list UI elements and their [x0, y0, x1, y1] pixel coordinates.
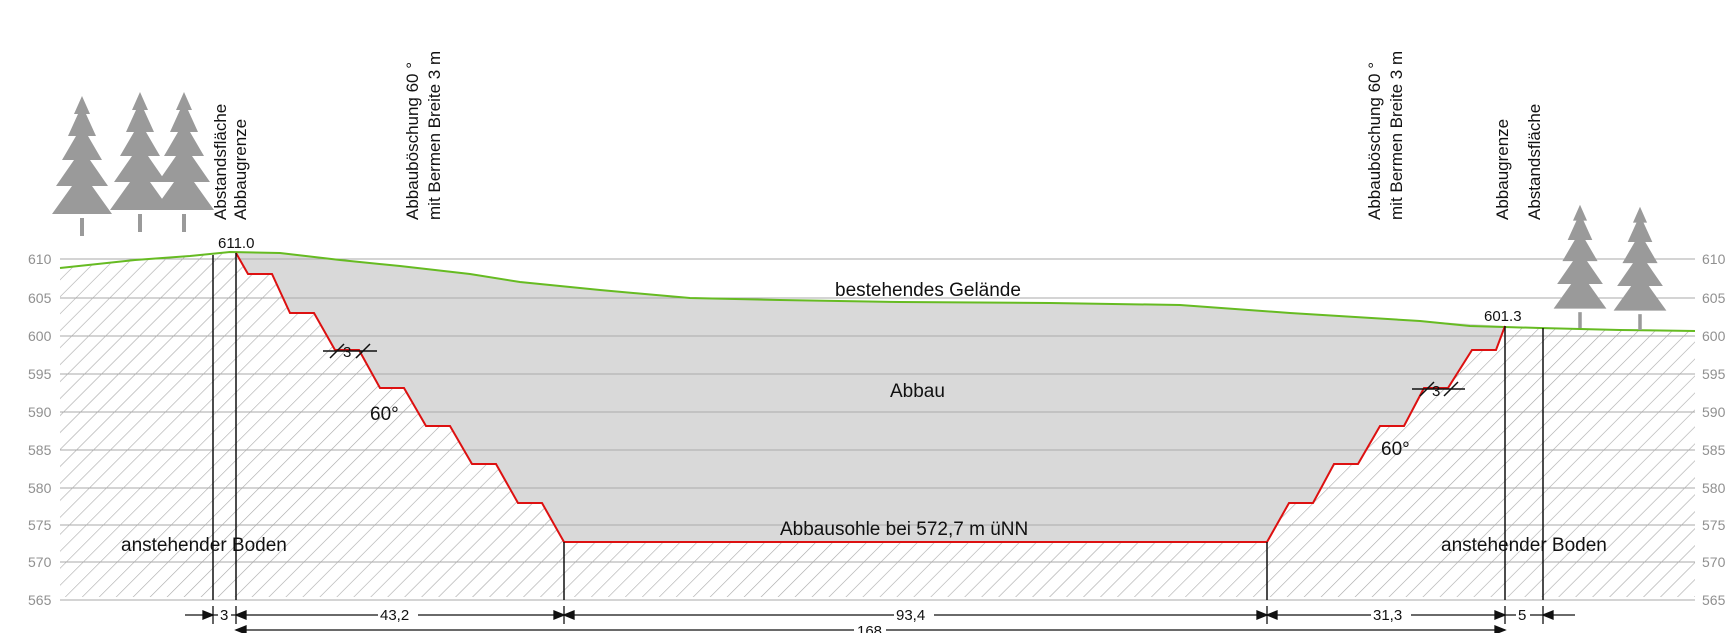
- elevation-labels-left: 610 605 600 595 590 585 580 575 570 565: [28, 251, 52, 608]
- conifer-tree-icon: [154, 92, 214, 232]
- dim-bg-total: [854, 624, 886, 633]
- conifer-tree-icon: [1613, 206, 1667, 330]
- elev-tick-575-right: 575: [1702, 517, 1726, 533]
- label-soil-left: anstehender Boden: [121, 535, 287, 556]
- elevation-point-left: 611.0: [218, 235, 254, 252]
- elev-tick-610-left: 610: [28, 251, 52, 267]
- label-abstandsflaeche-left: Abstandsfläche: [211, 104, 230, 220]
- dim-left-slope: 43,2: [380, 607, 409, 624]
- conifer-tree-icon: [52, 96, 112, 236]
- label-angle-left: 60°: [370, 404, 399, 425]
- elev-tick-565-left: 565: [28, 592, 52, 608]
- elev-tick-580-left: 580: [28, 480, 52, 496]
- elev-tick-610-right: 610: [1702, 251, 1726, 267]
- dim-total: 168: [857, 623, 882, 633]
- conifer-tree-icon: [110, 92, 170, 232]
- dim-bg-floor: [894, 606, 934, 624]
- elev-tick-595-right: 595: [1702, 366, 1726, 382]
- excavation-boundary: [235, 252, 1506, 543]
- elev-tick-595-left: 595: [28, 366, 52, 382]
- elev-tick-570-left: 570: [28, 554, 52, 570]
- berm-marker-left: [323, 343, 377, 359]
- label-abstandsflaeche-right: Abstandsfläche: [1525, 104, 1544, 220]
- elev-tick-575-left: 575: [28, 517, 52, 533]
- dim-right-offset: 5: [1518, 607, 1526, 624]
- elev-tick-570-right: 570: [1702, 554, 1726, 570]
- elevation-labels-right: 610 605 600 595 590 585 580 575 570 565: [1702, 251, 1726, 608]
- label-excavation: Abbau: [890, 381, 945, 402]
- label-slope-right-1: Abbauböschung 60 °: [1365, 62, 1384, 220]
- berm-width-left: 3: [343, 344, 351, 361]
- label-angle-right: 60°: [1381, 439, 1410, 460]
- dim-bg-right-offset: [1516, 606, 1530, 624]
- label-slope-left-1: Abbauböschung 60 °: [403, 62, 422, 220]
- label-pit-floor: Abbausohle bei 572,7 m üNN: [780, 519, 1028, 540]
- elev-tick-600-left: 600: [28, 328, 52, 344]
- label-abbaugrenze-right: Abbaugrenze: [1493, 119, 1512, 220]
- elev-tick-590-left: 590: [28, 404, 52, 420]
- elev-tick-600-right: 600: [1702, 328, 1726, 344]
- elevation-point-right: 601.3: [1484, 308, 1522, 325]
- dim-right-slope: 31,3: [1373, 607, 1402, 624]
- label-terrain: bestehendes Gelände: [835, 280, 1021, 301]
- dim-bg-left-slope: [378, 606, 418, 624]
- dim-bg-right-slope: [1371, 606, 1411, 624]
- elev-tick-565-right: 565: [1702, 592, 1726, 608]
- elev-tick-585-right: 585: [1702, 442, 1726, 458]
- dim-floor: 93,4: [896, 607, 925, 624]
- conifer-tree-icon: [1553, 204, 1607, 328]
- trees-left: [52, 92, 214, 236]
- elev-tick-580-right: 580: [1702, 480, 1726, 496]
- dim-left-offset: 3: [220, 607, 228, 624]
- trees-right: [1553, 204, 1667, 330]
- elev-tick-605-right: 605: [1702, 290, 1726, 306]
- berm-marker-right: [1412, 381, 1465, 397]
- elevation-grid: [60, 258, 1695, 601]
- elev-tick-590-right: 590: [1702, 404, 1726, 420]
- label-slope-right-2: mit Bermen Breite 3 m: [1387, 51, 1406, 220]
- dim-bg-left-offset: [218, 606, 231, 624]
- excavation-area: [236, 253, 1505, 542]
- terrain-line: [59, 250, 1696, 332]
- elev-tick-605-left: 605: [28, 290, 52, 306]
- label-abbaugrenze-left: Abbaugrenze: [231, 119, 250, 220]
- elev-tick-585-left: 585: [28, 442, 52, 458]
- label-slope-left-2: mit Bermen Breite 3 m: [425, 51, 444, 220]
- label-soil-right: anstehender Boden: [1441, 535, 1607, 556]
- boundary-lines: [212, 253, 1544, 600]
- berm-width-right: 3: [1432, 383, 1440, 400]
